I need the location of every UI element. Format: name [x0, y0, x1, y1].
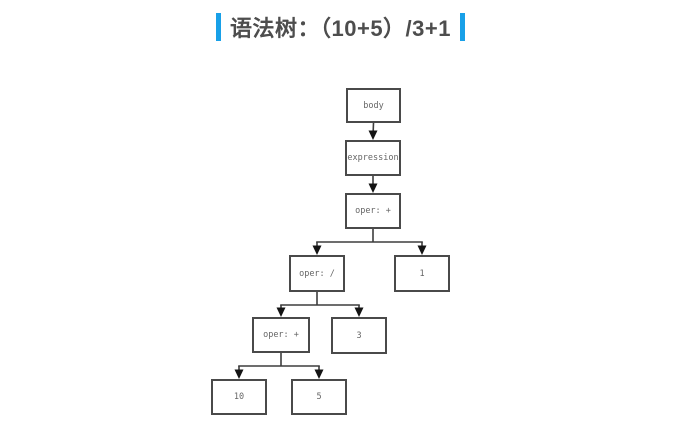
tree-node-one: 1	[394, 255, 450, 292]
tree-node-label: 3	[356, 330, 362, 341]
tree-node-oper_div: oper: /	[289, 255, 345, 292]
tree-node-expression: expression	[345, 140, 401, 176]
arrowhead-icon	[312, 245, 322, 255]
tree-node-label: expression	[347, 153, 399, 163]
tree-node-label: 10	[233, 392, 245, 402]
tree-node-body: body	[346, 88, 401, 123]
arrowhead-icon	[417, 245, 427, 255]
tree-node-oper_plus_2: oper: +	[252, 317, 310, 353]
page-title: 语法树：（10+5）/3+1	[230, 16, 451, 41]
tree-node-label: body	[363, 100, 384, 111]
arrowhead-icon	[234, 369, 244, 379]
tree-node-ten: 10	[211, 379, 267, 415]
arrowhead-icon	[354, 307, 364, 317]
tree-node-label: oper: +	[263, 330, 299, 340]
tree-node-oper_plus_1: oper: +	[345, 193, 401, 229]
arrowhead-icon	[314, 369, 324, 379]
tree-node-label: oper: /	[299, 268, 335, 279]
tree-node-five: 5	[291, 379, 347, 415]
page-title-row: 语法树：（10+5）/3+1	[0, 11, 681, 43]
arrowhead-icon	[368, 183, 378, 193]
title-accent-bar-right	[460, 13, 465, 41]
tree-node-label: 1	[419, 268, 425, 279]
tree-node-label: 5	[316, 392, 322, 402]
arrowhead-icon	[368, 130, 378, 140]
tree-node-label: oper: +	[355, 206, 391, 216]
title-accent-bar-left	[216, 13, 221, 41]
arrowhead-icon	[276, 307, 286, 317]
tree-node-three: 3	[331, 317, 387, 354]
